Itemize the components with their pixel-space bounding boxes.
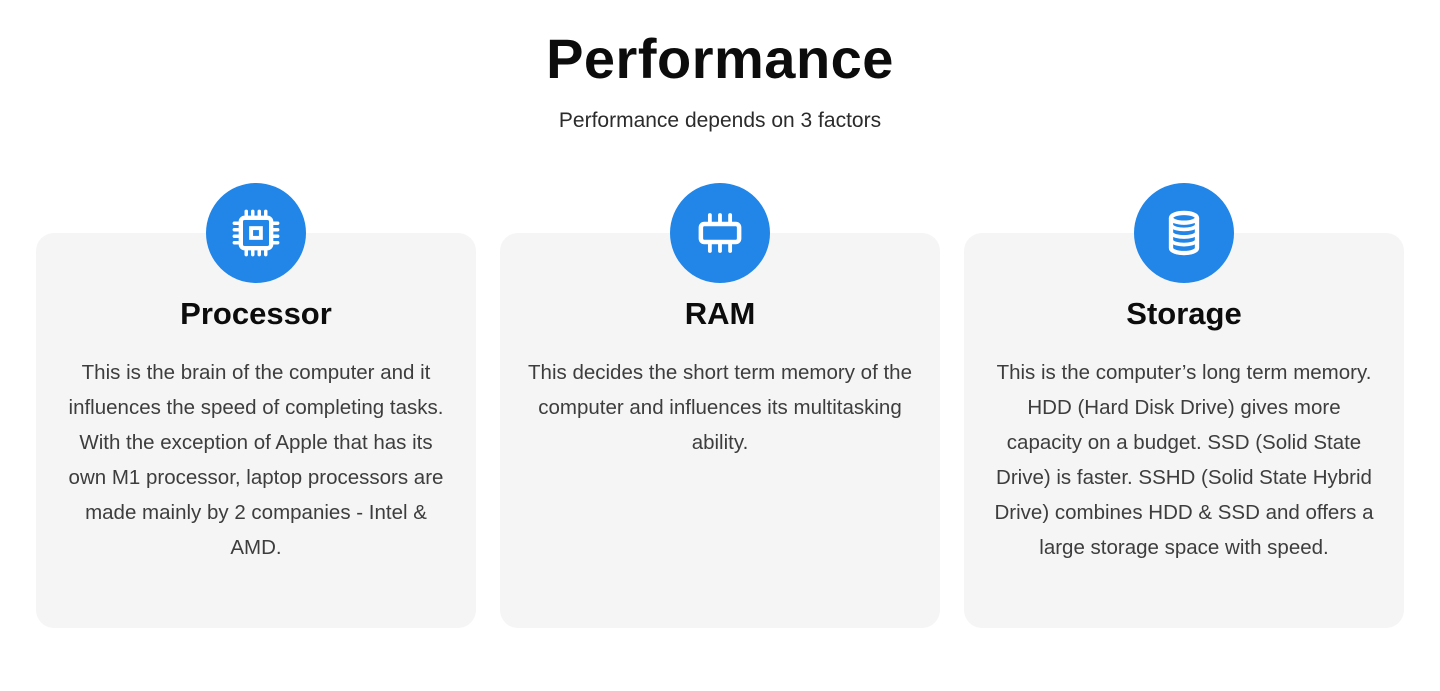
card-processor: Processor This is the brain of the compu… <box>36 183 476 628</box>
card-ram: RAM This decides the short term memory o… <box>500 183 940 628</box>
cards-container: Processor This is the brain of the compu… <box>0 183 1440 628</box>
card-body-storage: This is the computer’s long term memory.… <box>994 361 1374 559</box>
card-body-ram: This decides the short term memory of th… <box>528 361 912 454</box>
card-body-processor: This is the brain of the computer and it… <box>68 361 444 559</box>
database-icon <box>1134 183 1234 283</box>
card-title-processor: Processor <box>180 296 332 331</box>
page-subtitle: Performance depends on 3 factors <box>558 109 882 132</box>
ram-icon <box>670 183 770 283</box>
chip-icon <box>206 183 306 283</box>
page-header: Performance Performance depends on 3 fac… <box>0 0 1440 134</box>
page-title: Performance <box>546 27 894 90</box>
card-title-storage: Storage <box>1126 296 1242 331</box>
card-storage: Storage This is the computer’s long term… <box>964 183 1404 628</box>
card-title-ram: RAM <box>684 296 756 331</box>
